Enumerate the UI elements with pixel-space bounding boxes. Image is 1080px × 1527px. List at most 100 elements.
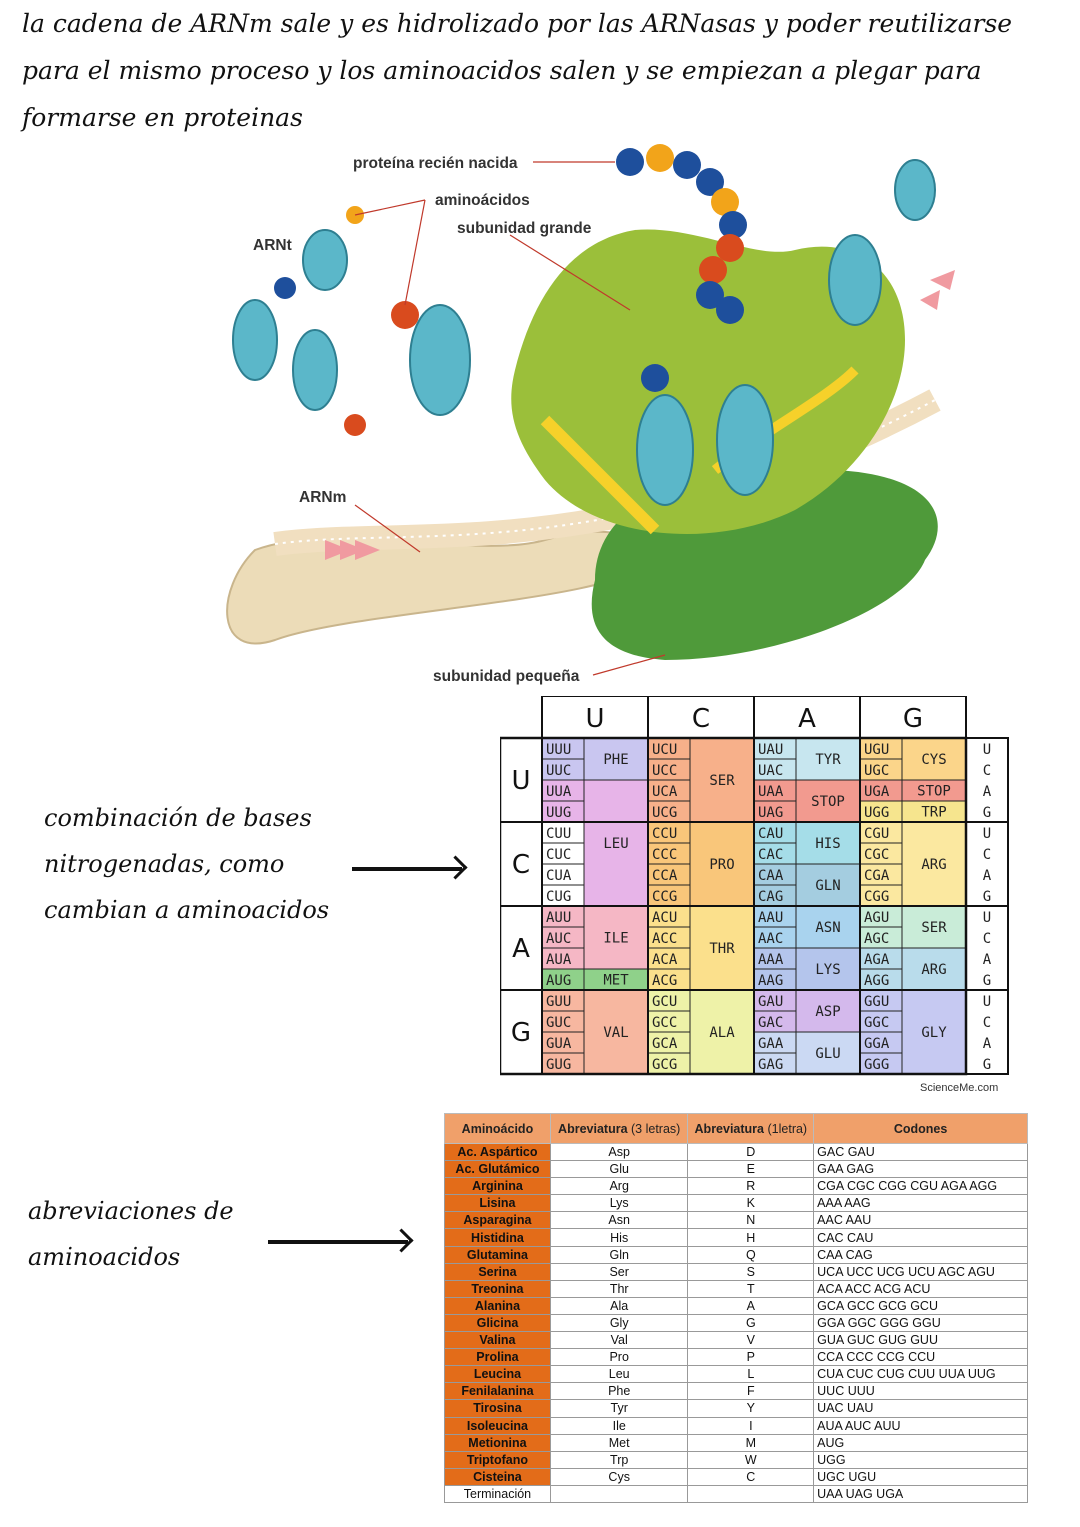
amino-acid-name: Glutamina: [444, 1245, 551, 1264]
amino-acid-label: ASN: [815, 920, 840, 936]
abbr1-cell: N: [687, 1211, 815, 1230]
amino-acid-label: LEU: [603, 836, 628, 852]
amino-acid-block: [583, 989, 649, 1075]
codon-label: ACG: [652, 973, 677, 989]
codon-label: UAG: [758, 805, 783, 821]
amino-acid-name: Serina: [444, 1262, 551, 1281]
codon-label: UGC: [864, 763, 889, 779]
abbr3-cell: Asp: [549, 1142, 689, 1162]
codon-label: GUG: [546, 1057, 571, 1073]
abbr1-cell: F: [687, 1382, 815, 1401]
third-base-label: G: [983, 973, 991, 989]
abbr3-cell: Tyr: [549, 1399, 689, 1418]
amino-acid-label: STOP: [917, 784, 951, 800]
abbr3-cell: Leu: [549, 1365, 689, 1384]
abbr1-cell: K: [687, 1194, 815, 1213]
header-abbr1: Abreviatura (1letra): [687, 1113, 815, 1144]
amino-acid-name: Isoleucina: [444, 1416, 551, 1435]
third-base-label: C: [983, 847, 991, 863]
abbr-note: abreviaciones de aminoacidos: [28, 1197, 234, 1271]
abbr1-cell: V: [687, 1331, 815, 1350]
codon-label: GCC: [652, 1015, 677, 1031]
codons-cell: GGA GGC GGG GGU: [813, 1313, 1028, 1333]
codon-label: GAG: [758, 1057, 783, 1073]
abbr3-cell: Trp: [549, 1450, 689, 1469]
protein-chain: [274, 144, 747, 436]
codon-label: CCC: [652, 847, 677, 863]
amino-acid-label: LYS: [815, 962, 840, 978]
codon-label: CAU: [758, 826, 783, 842]
codon-label: CGA: [864, 868, 890, 884]
codon-table-grid: PHELEUILEMETVALSERPROTHRALATYRSTOPHISGLN…: [500, 696, 1009, 1076]
codon-label: UGG: [864, 805, 889, 821]
second-base-label: A: [798, 704, 816, 734]
second-base-label: C: [692, 704, 710, 734]
amino-acid-name: Terminación: [444, 1484, 551, 1503]
abbr1-cell: D: [687, 1142, 815, 1162]
codon-label: CUA: [546, 868, 572, 884]
amino-acid-name: Prolina: [444, 1348, 551, 1367]
codon-label: AAA: [758, 952, 784, 968]
second-base-label: U: [585, 704, 604, 734]
codon-label: UUC: [546, 763, 571, 779]
third-base-label: U: [983, 910, 991, 926]
codon-label: GGC: [864, 1015, 889, 1031]
codon-label: CCG: [652, 889, 677, 905]
first-base-cell: [500, 989, 543, 1075]
label-small-subunit: subunidad pequeña: [433, 668, 580, 685]
codons-cell: CCA CCC CCG CCU: [813, 1348, 1028, 1367]
codon-label: AGU: [864, 910, 889, 926]
codon-label: CGU: [864, 826, 889, 842]
third-base-label: C: [983, 1015, 991, 1031]
codon-label: UAC: [758, 763, 783, 779]
amino-acid-name: Arginina: [444, 1177, 551, 1196]
codon-label: AUG: [546, 973, 571, 989]
amino-acid-label: VAL: [603, 1025, 628, 1041]
amino-acid-label: ASP: [815, 1004, 840, 1020]
codon-label: GUA: [546, 1036, 572, 1052]
amino-acid-name: Triptofano: [444, 1450, 551, 1469]
codon-table-credit: ScienceMe.com: [920, 1082, 999, 1094]
codons-cell: UAA UAG UGA: [813, 1484, 1028, 1503]
codon-label: CAC: [758, 847, 783, 863]
label-trna: ARNt: [253, 237, 292, 254]
first-base-label: A: [512, 934, 530, 964]
abbr1-cell: L: [687, 1365, 815, 1384]
codon-label: CGG: [864, 889, 889, 905]
codon-label: GCA: [652, 1036, 678, 1052]
codons-cell: CAC CAU: [813, 1228, 1028, 1247]
amino-acid-label: GLN: [815, 878, 840, 894]
amino-acid-name: Tirosina: [444, 1399, 551, 1418]
codon-label: UCG: [652, 805, 677, 821]
abbr3-cell: Gln: [549, 1245, 689, 1264]
codon-label: UCA: [652, 784, 678, 800]
codons-cell: UCA UCC UCG UCU AGC AGU: [813, 1262, 1028, 1281]
abbr3-cell: Cys: [549, 1467, 689, 1486]
first-base-label: G: [511, 1018, 531, 1048]
amino-acid-label: SER: [709, 773, 735, 789]
trna-shapes: [232, 159, 936, 506]
codon-label: UUG: [546, 805, 571, 821]
codon-label: GAC: [758, 1015, 783, 1031]
ribosome-drawing: proteína recién nacida aminoácidos subun…: [226, 144, 955, 685]
abbr3-cell: Pro: [549, 1348, 689, 1367]
ribosome-illustration: proteína recién nacida aminoácidos subun…: [215, 140, 975, 690]
arrow-right-icon: [352, 867, 462, 871]
codon-label: GGA: [864, 1036, 890, 1052]
codons-cell: GCA GCC GCG GCU: [813, 1296, 1028, 1315]
amino-acid-name: Cisteina: [444, 1467, 551, 1486]
amino-acid-name: Metionina: [444, 1433, 551, 1452]
amino-acid-name: Treonina: [444, 1279, 551, 1298]
codon-label: GUU: [546, 994, 571, 1010]
first-base-cell: [500, 905, 543, 991]
amino-acid-label: ARG: [921, 857, 946, 873]
large-subunit-shape: [511, 229, 905, 534]
